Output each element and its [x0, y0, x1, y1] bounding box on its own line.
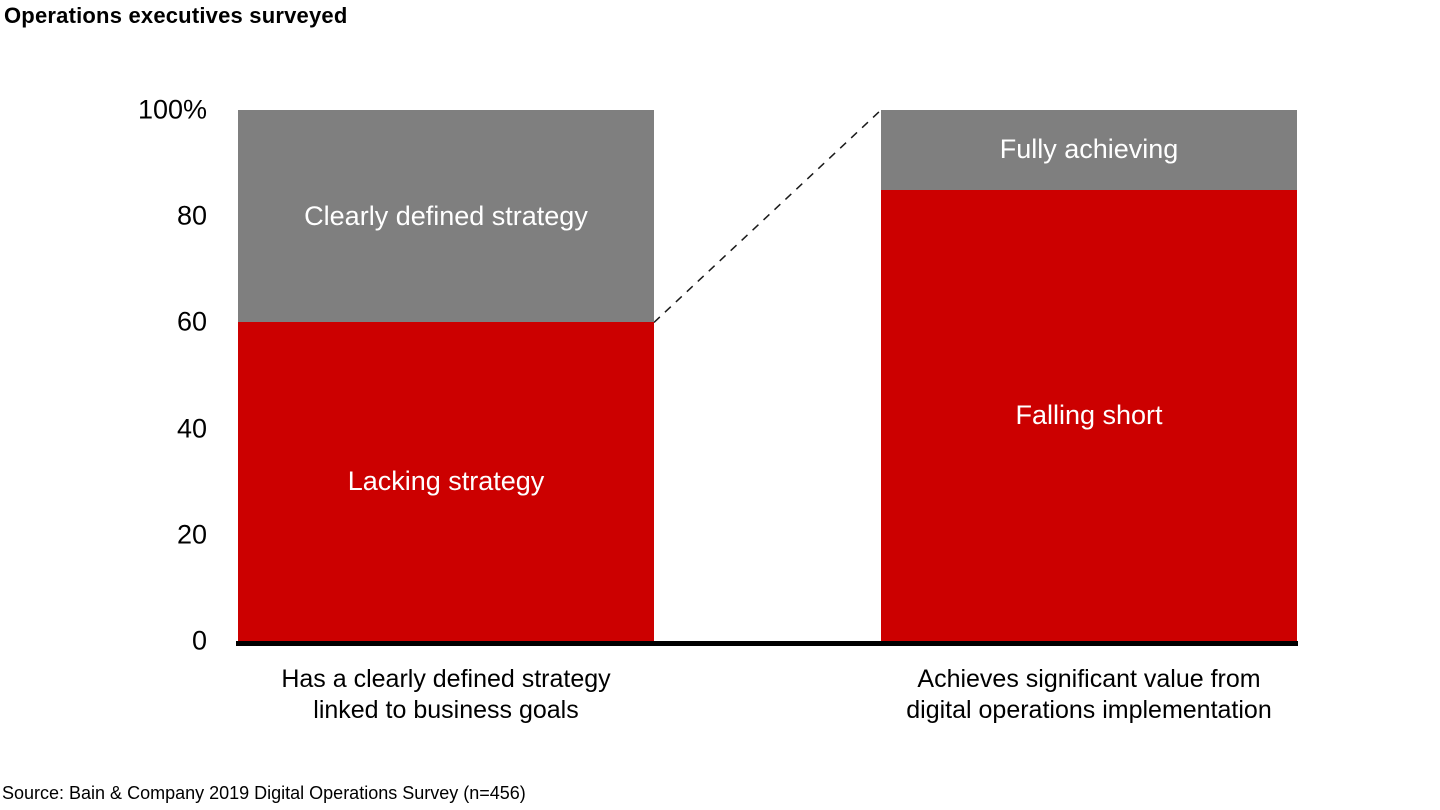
page-title: Operations executives surveyed [4, 3, 348, 28]
segment-falling-short: Falling short [881, 189, 1297, 641]
y-tick-label-60: 60 [176, 306, 207, 337]
category-label-achieves-value: Achieves significant value from digital … [906, 665, 1272, 724]
x-axis-baseline [236, 641, 1298, 646]
source-note: Source: Bain & Company 2019 Digital Oper… [2, 783, 526, 803]
bar-achieves-value: Falling short Fully achieving [881, 110, 1297, 641]
y-tick-label-80: 80 [176, 200, 207, 231]
segment-label-clearly-defined-strategy: Clearly defined strategy [304, 200, 588, 231]
segment-clearly-defined-strategy: Clearly defined strategy [238, 110, 654, 323]
segment-label-fully-achieving: Fully achieving [999, 134, 1179, 165]
bar-defined-strategy: Lacking strategy Clearly defined strateg… [238, 110, 654, 641]
category-label-defined-strategy: Has a clearly defined strategy linked to… [281, 665, 611, 724]
y-axis: 100% 80 60 40 20 0 [0, 0, 207, 810]
y-tick-label-40: 40 [176, 413, 207, 444]
y-tick-label-100: 100% [137, 94, 207, 125]
y-tick-label-20: 20 [176, 519, 207, 550]
segment-label-lacking-strategy: Lacking strategy [347, 466, 545, 497]
y-tick-label-0: 0 [191, 625, 207, 656]
segment-fully-achieving: Fully achieving [881, 110, 1297, 190]
segment-lacking-strategy: Lacking strategy [238, 322, 654, 641]
segment-label-falling-short: Falling short [1015, 399, 1163, 430]
